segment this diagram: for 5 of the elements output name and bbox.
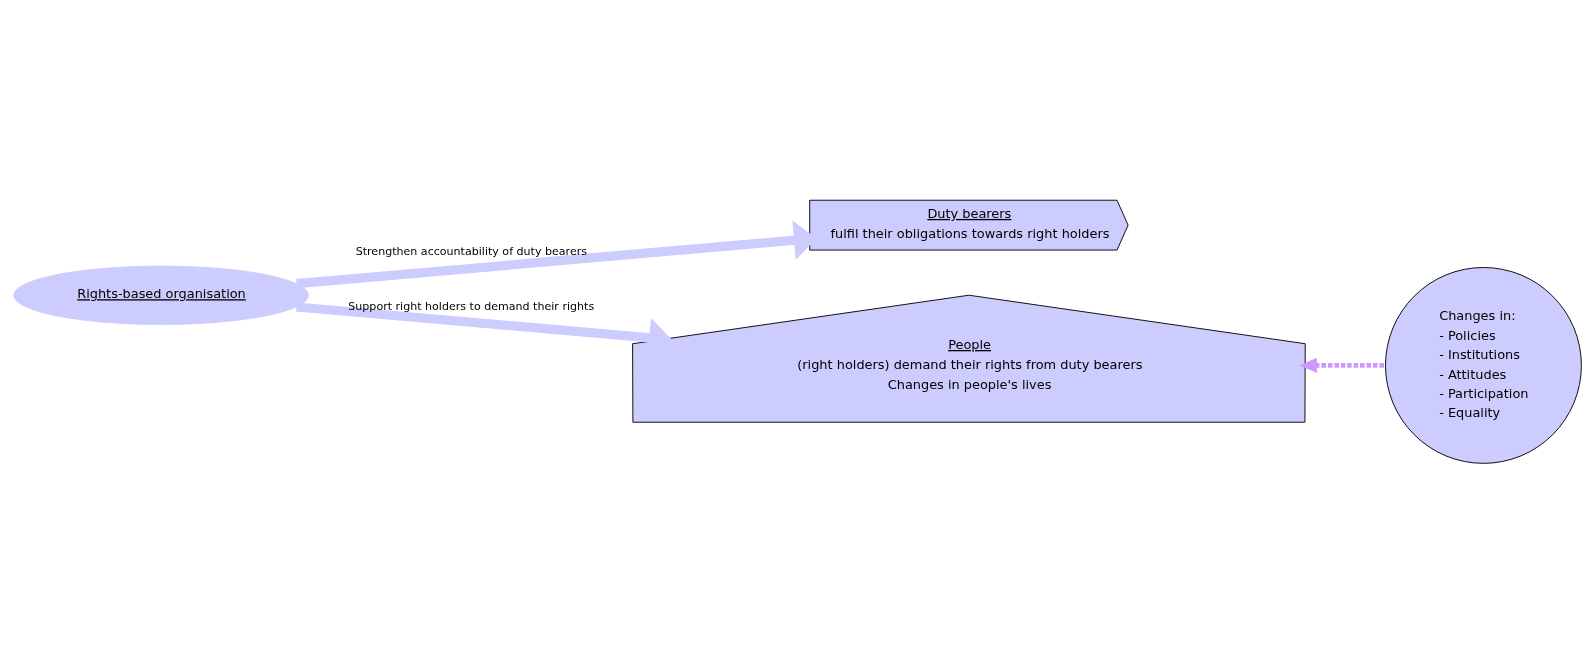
edge-label: Support right holders to demand their rights — [348, 299, 595, 313]
edge-label: Strengthen accountability of duty bearers — [355, 245, 588, 259]
arrow — [1299, 357, 1386, 373]
node-circle: Changes in: - Policies - Institutions - Attitudes - Participation - Equality — [1385, 267, 1582, 464]
node-ellipse: Rights-based organisation — [13, 265, 309, 325]
